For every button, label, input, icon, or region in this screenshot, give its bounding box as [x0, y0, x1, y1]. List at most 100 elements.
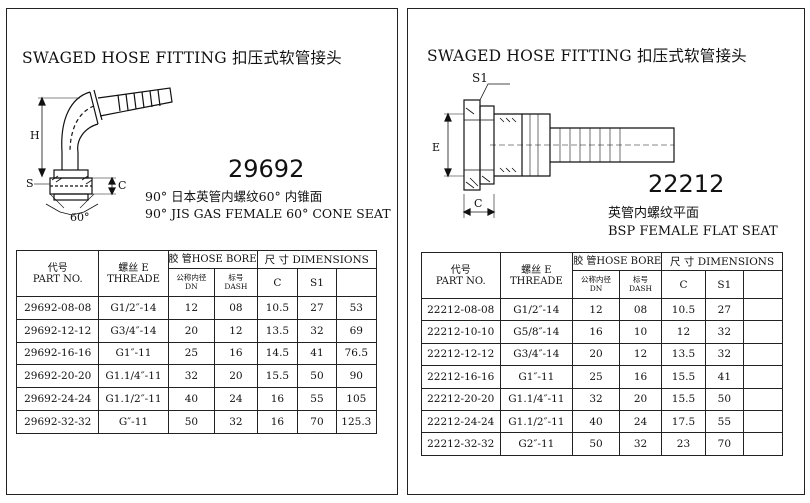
cell-h: 76.5 [335, 341, 378, 366]
cell-thread: G1/2″-14 [98, 296, 169, 320]
cell-h [743, 320, 783, 344]
hdr-bore: 胶 管HOSE BORE [572, 252, 663, 271]
cell-dn: 12 [167, 296, 216, 320]
cell-thread: G″-11 [98, 409, 169, 434]
cell-thread: G1/2″-14 [499, 297, 574, 322]
dim-label-c-right: C [474, 197, 483, 210]
left-desc-en: 90° JIS GAS FEMALE 60° CONE SEAT [145, 206, 391, 221]
cell-h [743, 409, 783, 434]
hdr-c: C [661, 270, 706, 299]
cell-dash: 08 [618, 297, 663, 322]
cell-part: 22212-20-20 [421, 387, 501, 411]
cell-c: 16 [256, 409, 299, 434]
cell-thread: G1.1/4″-11 [98, 364, 169, 389]
cell-dn: 50 [572, 432, 620, 456]
cell-part: 29692-32-32 [15, 409, 100, 434]
cell-dn: 32 [572, 387, 620, 411]
dim-label-s: S [26, 177, 34, 190]
cell-s1: 70 [704, 432, 745, 456]
cell-dash: 10 [618, 320, 663, 344]
cell-h [743, 432, 783, 456]
cell-dash: 24 [618, 409, 663, 434]
cell-dash: 12 [618, 342, 663, 367]
cell-s1: 50 [704, 387, 745, 411]
cell-dash: 32 [618, 432, 663, 456]
cell-c: 15.5 [256, 364, 299, 389]
cell-thread: G5/8″-14 [499, 320, 574, 344]
cell-h [743, 365, 783, 389]
cell-part: 29692-24-24 [15, 387, 100, 411]
cell-part: 29692-16-16 [15, 341, 100, 366]
cell-h [743, 297, 783, 322]
cell-thread: G1.1/2″-11 [98, 387, 169, 411]
cell-c: 10.5 [256, 296, 299, 320]
dim-label-h: H [30, 129, 40, 142]
cell-c: 16 [256, 387, 299, 411]
cell-s1: 32 [704, 342, 745, 367]
cell-part: 29692-08-08 [15, 296, 100, 320]
cell-c: 13.5 [661, 342, 706, 367]
right-desc-cn: 英管内螺纹平面 [608, 206, 700, 221]
hdr-s1: S1 [704, 270, 745, 299]
cell-thread: G3/4″-14 [98, 318, 169, 343]
cell-part: 29692-12-12 [15, 318, 100, 343]
hdr-bore: 胶 管HOSE BORE [167, 250, 258, 269]
cell-part: 22212-12-12 [421, 342, 501, 367]
cell-s1: 32 [297, 318, 337, 343]
cell-thread: G1″-11 [98, 341, 169, 366]
cell-dash: 20 [618, 387, 663, 411]
cell-s1: 70 [297, 409, 337, 434]
cell-s1: 32 [704, 320, 745, 344]
cell-c: 23 [661, 432, 706, 456]
cell-part: 22212-24-24 [421, 409, 501, 434]
right-desc-en: BSP FEMALE FLAT SEAT [608, 224, 778, 239]
cell-thread: G1″-11 [499, 365, 574, 389]
cell-part: 22212-10-10 [421, 320, 501, 344]
cell-part: 22212-16-16 [421, 365, 501, 389]
straight-fitting-drawing [444, 83, 675, 218]
cell-s1: 27 [297, 296, 337, 320]
left-part-code: 29692 [228, 155, 305, 183]
cell-s1: 50 [297, 364, 337, 389]
cell-c: 12 [661, 320, 706, 344]
cell-c: 15.5 [661, 365, 706, 389]
cell-h: 69 [335, 318, 378, 343]
cell-s1: 41 [297, 341, 337, 366]
hdr-h [743, 270, 783, 299]
cell-dash: 12 [214, 318, 258, 343]
dim-label-s1: S1 [472, 71, 488, 85]
cell-h: 125.3 [335, 409, 378, 434]
right-part-code: 22212 [648, 170, 725, 198]
cell-c: 14.5 [256, 341, 299, 366]
cell-thread: G3/4″-14 [499, 342, 574, 367]
cell-c: 17.5 [661, 409, 706, 434]
hdr-s1: S1 [297, 268, 337, 297]
cell-thread: G1.1/2″-11 [499, 409, 574, 434]
cell-part: 22212-32-32 [421, 432, 501, 456]
cell-s1: 55 [704, 409, 745, 434]
cell-dn: 20 [572, 342, 620, 367]
cell-thread: G1.1/4″-11 [499, 387, 574, 411]
cell-h: 90 [335, 364, 378, 389]
cell-dash: 08 [214, 296, 258, 320]
dim-label-c: C [118, 179, 127, 192]
cell-dash: 20 [214, 364, 258, 389]
